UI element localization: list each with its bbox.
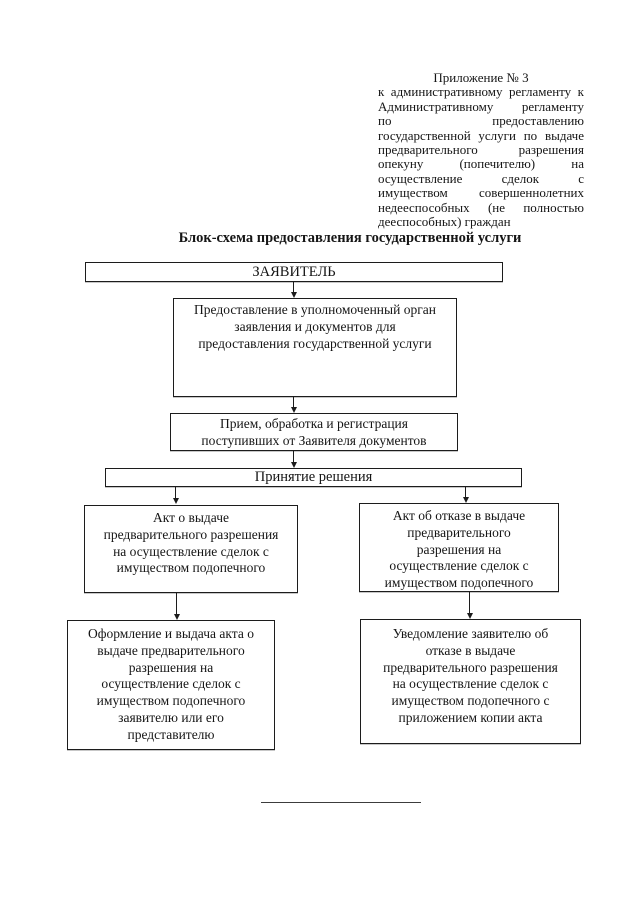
arrow-shaft [293, 397, 294, 407]
arrow-shaft [293, 281, 294, 292]
appendix-line: дееспособных) граждан [378, 214, 511, 230]
arrow-applicant-to-submission [289, 281, 298, 298]
arrow-head-icon [290, 462, 297, 468]
arrow-submission-to-reception [289, 397, 298, 413]
arrow-reception-to-decision [289, 451, 298, 468]
arrow-head-icon [466, 613, 473, 619]
appendix-line: предварительного разрешения [378, 142, 584, 158]
arrow-act-refusal-to-notice [465, 592, 474, 619]
arrow-shaft [175, 487, 176, 498]
arrow-decision-to-act-refusal [461, 487, 470, 503]
arrow-decision-to-act-issue [171, 487, 180, 504]
arrow-shaft [293, 451, 294, 462]
arrow-act-issue-to-delivery [172, 593, 181, 620]
appendix-line: опекуну (попечителю) на [378, 156, 584, 172]
flow-box-applicant: ЗАЯВИТЕЛЬ [85, 262, 503, 282]
appendix-line: Приложение № 3 [433, 70, 529, 85]
appendix-line: по предоставлению [378, 113, 584, 129]
footnote-divider [261, 802, 421, 803]
flow-box-decision: Принятие решения [105, 468, 522, 487]
appendix-line: осуществление сделок с [378, 170, 584, 186]
flow-box-reception: Прием, обработка и регистрация поступивш… [170, 413, 458, 451]
arrow-shaft [176, 593, 177, 614]
arrow-head-icon [173, 614, 180, 620]
arrow-head-icon [172, 498, 179, 504]
flow-box-submission: Предоставление в уполномоченный орган за… [173, 298, 457, 397]
appendix-line: государственной услуги по выдаче [378, 127, 584, 143]
flow-box-act-issue: Акт о выдаче предварительного разрешения… [84, 505, 298, 593]
appendix-line: к административному регламенту к [378, 84, 584, 100]
flow-box-issue-delivery: Оформление и выдача акта о выдаче предва… [67, 620, 275, 750]
appendix-line: недееспособных (не полностью [378, 199, 584, 215]
flow-box-refusal-notice: Уведомление заявителю об отказе в выдаче… [360, 619, 581, 744]
appendix-note: Приложение № 3 к административному регла… [378, 70, 584, 230]
arrow-head-icon [290, 407, 297, 413]
arrow-head-icon [462, 497, 469, 503]
flow-box-act-refusal: Акт об отказе в выдаче предварительного … [359, 503, 559, 592]
arrow-shaft [469, 592, 470, 613]
appendix-line: Административному регламенту [378, 98, 584, 114]
page-title: Блок-схема предоставления государственно… [178, 230, 522, 246]
appendix-line: имуществом совершеннолетних [378, 185, 584, 201]
arrow-shaft [465, 487, 466, 497]
arrow-head-icon [290, 292, 297, 298]
